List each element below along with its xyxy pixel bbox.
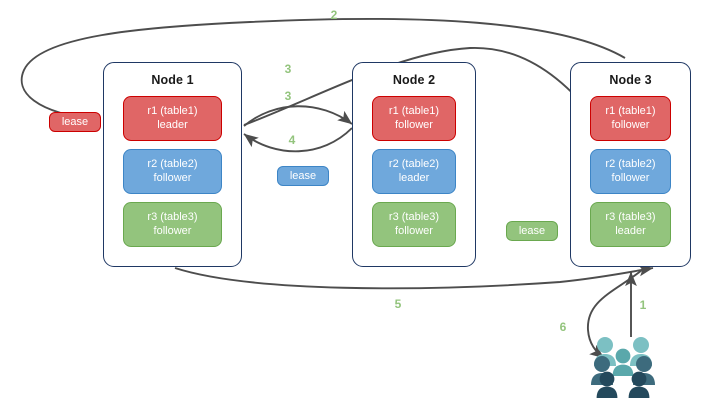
person-foreground-left (596, 371, 618, 398)
lease-table3-badge[interactable]: lease (506, 221, 558, 241)
person-middle (612, 348, 634, 376)
arrow-step-3-to-node3 (243, 47, 593, 126)
node-3-replica-r3[interactable]: r3 (table3) leader (590, 202, 671, 247)
replica-line1: r1 (table1) (605, 105, 656, 117)
arrow-step-3-to-node2 (243, 105, 353, 127)
replica-line1: r3 (table3) (147, 211, 198, 223)
node-1-container[interactable]: Node 1 r1 (table1) leader r2 (table2) fo… (103, 62, 242, 267)
node-2-replica-r2[interactable]: r2 (table2) leader (372, 149, 456, 194)
step-4-label: 4 (288, 133, 296, 147)
node-2-title: Node 2 (392, 73, 436, 87)
step-3b-label: 3 (284, 89, 292, 103)
arrow-step-2 (20, 17, 626, 125)
step-1-label: 1 (639, 298, 647, 312)
node-1-title: Node 1 (151, 73, 194, 87)
lease-label: lease (289, 170, 317, 182)
replica-line1: r1 (table1) (388, 105, 440, 117)
node-3-container[interactable]: Node 3 r1 (table1) follower r2 (table2) … (570, 62, 691, 267)
arrow-step-5 (174, 264, 654, 290)
replica-line1: r2 (table2) (388, 158, 440, 170)
replica-line1: r1 (table1) (147, 105, 198, 117)
replica-line2: follower (395, 224, 433, 237)
lease-label: lease (61, 116, 89, 128)
arrow-step-6 (587, 269, 643, 359)
step-2-label: 2 (330, 8, 338, 22)
node-3-title: Node 3 (609, 73, 652, 87)
replica-line2: follower (153, 171, 192, 184)
node-3-replica-r2[interactable]: r2 (table2) follower (590, 149, 671, 194)
step-3a-label: 3 (284, 62, 292, 76)
node-2-replica-r3[interactable]: r3 (table3) follower (372, 202, 456, 247)
step-5-label: 5 (394, 297, 402, 311)
node-1-replica-r1[interactable]: r1 (table1) leader (123, 96, 222, 141)
replica-line2: leader (615, 224, 646, 237)
replica-line2: follower (153, 224, 192, 237)
replica-line1: r3 (table3) (605, 211, 656, 223)
replica-line2: follower (395, 118, 433, 131)
replica-line1: r3 (table3) (388, 211, 440, 223)
step-6-label: 6 (559, 320, 567, 334)
replica-line1: r2 (table2) (147, 158, 198, 170)
node-1-replica-r2[interactable]: r2 (table2) follower (123, 149, 222, 194)
replica-line2: leader (157, 118, 188, 131)
lease-label: lease (518, 225, 546, 237)
arrow-step-4 (243, 127, 353, 153)
replica-line1: r2 (table2) (605, 158, 656, 170)
replica-line2: follower (611, 118, 650, 131)
node-2-replica-r1[interactable]: r1 (table1) follower (372, 96, 456, 141)
node-3-replica-r1[interactable]: r1 (table1) follower (590, 96, 671, 141)
replica-line2: follower (611, 171, 650, 184)
node-1-replica-r3[interactable]: r3 (table3) follower (123, 202, 222, 247)
person-foreground-right (628, 371, 650, 398)
lease-table1-badge[interactable]: lease (49, 112, 101, 132)
replica-line2: leader (398, 171, 430, 184)
lease-table2-badge[interactable]: lease (277, 166, 329, 186)
node-2-container[interactable]: Node 2 r1 (table1) follower r2 (table2) … (352, 62, 476, 267)
